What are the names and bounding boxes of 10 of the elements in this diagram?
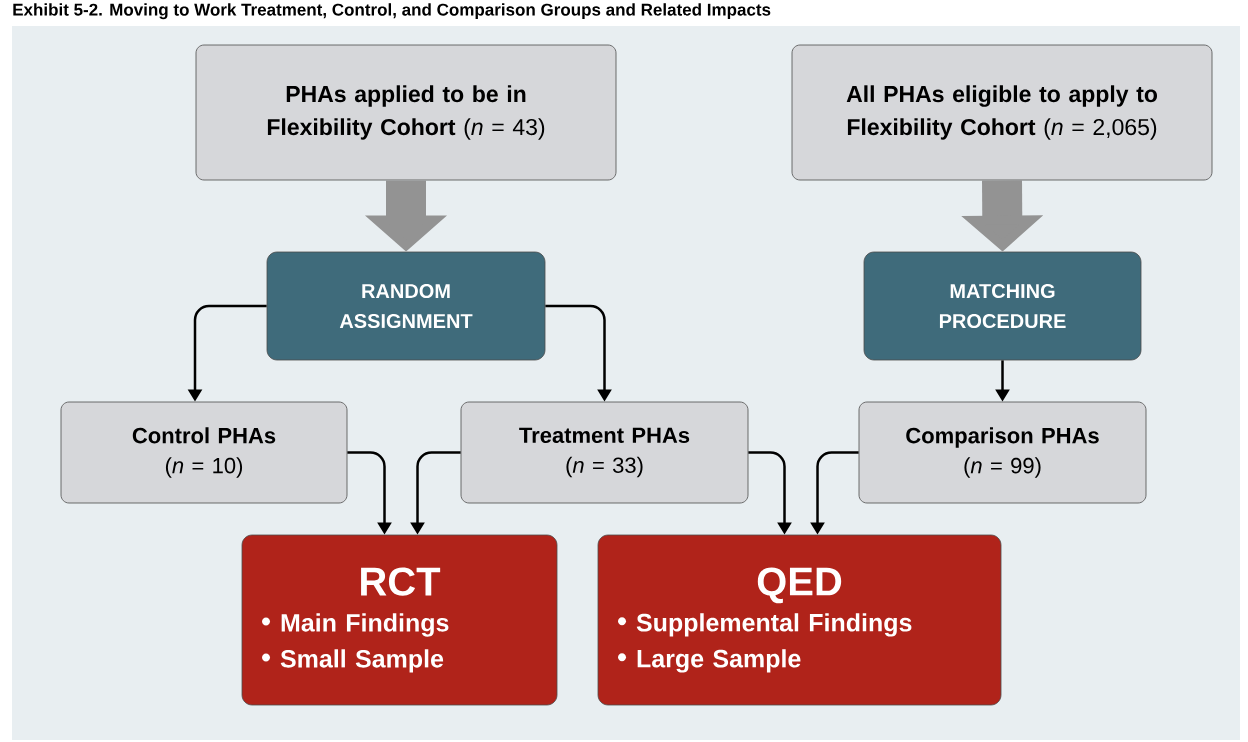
source-box: All PHAs eligible to apply to Flexibility Cohort (n = 2,065) [791,44,1213,181]
group-box: Comparison PHAs (n = 99) [858,401,1147,504]
result-box: QED Supplemental Findings Large Sample [597,534,1002,706]
group-box: Treatment PHAs (n = 33) [460,401,749,504]
process-box: RANDOM ASSIGNMENT [266,251,546,361]
process-box: MATCHING PROCEDURE [863,251,1142,361]
source-box: PHAs applied to be in Flexibility Cohort (n = 43) [195,44,617,181]
group-box: Control PHAs (n = 10) [60,401,348,504]
result-box: RCT Main Findings Small Sample [241,534,558,706]
title: Exhibit 5-2. Moving to Work Treatment, Control, and Comparison Groups and Related Impacts [13,3,771,20]
